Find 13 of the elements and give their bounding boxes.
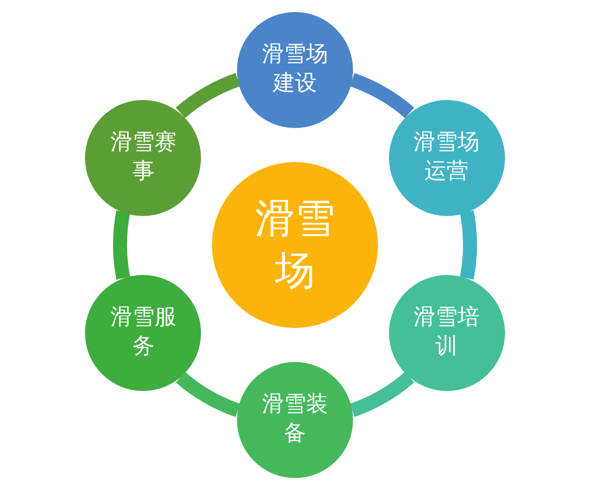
ring-arc [113, 210, 130, 280]
node-label: 滑雪培训 [412, 304, 481, 360]
ring-arc [176, 73, 240, 118]
ring-arc [460, 210, 477, 280]
node-label: 滑雪服务 [109, 304, 178, 360]
ring-arc [350, 73, 414, 118]
node-label: 滑雪场建设 [261, 41, 329, 98]
node-label: 滑雪装备 [261, 391, 329, 448]
ring-arc [350, 372, 414, 417]
ring-arc [176, 372, 240, 417]
node-label: 滑雪赛事 [109, 128, 178, 186]
node-label: 滑雪场 [254, 195, 336, 296]
node-label: 滑雪场运营 [412, 128, 481, 186]
